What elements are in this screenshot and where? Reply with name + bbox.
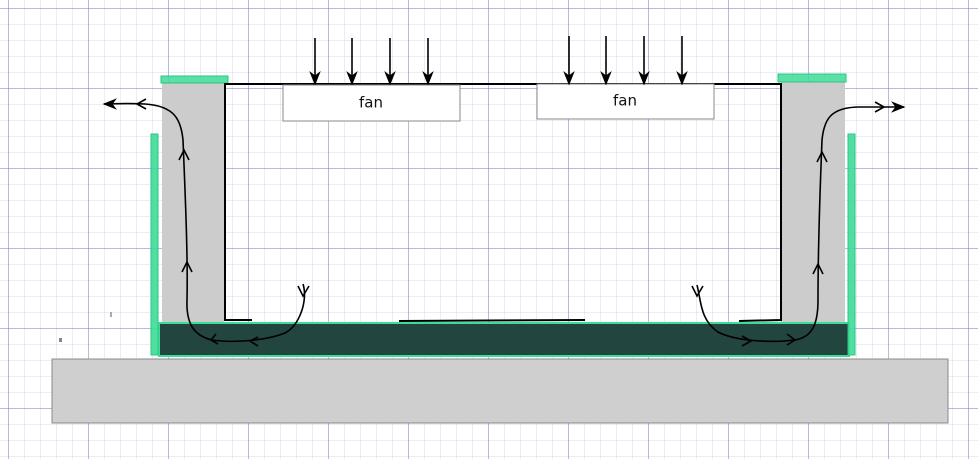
right-airflow-arrowhead xyxy=(812,262,824,275)
right-airflow-arrowhead xyxy=(786,333,797,346)
stray-mark xyxy=(59,338,62,342)
right-airflow-path xyxy=(691,101,906,347)
left-airflow-path xyxy=(102,98,310,347)
left-top-cap xyxy=(160,75,229,84)
fan-right-label: fan xyxy=(613,92,637,110)
fan-left-label: fan xyxy=(359,94,383,112)
base-plate xyxy=(51,358,949,424)
fan-right: fan xyxy=(536,83,715,120)
left-airflow-curve xyxy=(102,98,306,343)
right-airflow-arrowhead xyxy=(691,285,704,298)
left-side-strip xyxy=(150,133,159,356)
left-airflow-arrowhead xyxy=(135,98,147,110)
left-airflow-arrowhead xyxy=(297,285,310,298)
left-airflow-arrowhead xyxy=(248,336,259,347)
right-airflow-curve xyxy=(696,101,906,343)
right-insulation-column xyxy=(781,82,845,322)
intake-arrows xyxy=(309,36,688,86)
stray-mark xyxy=(110,312,112,317)
right-airflow-arrowhead xyxy=(874,101,886,113)
right-top-cap xyxy=(777,73,847,83)
enclosure-outline xyxy=(224,83,782,322)
tray-top-line xyxy=(398,319,586,322)
bottom-tray xyxy=(158,322,850,357)
fan-left-box xyxy=(282,84,461,122)
left-airflow-arrowhead xyxy=(181,260,193,273)
fan-right-box xyxy=(536,83,715,120)
right-airflow-arrowhead xyxy=(741,335,753,347)
right-side-strip xyxy=(847,133,856,356)
right-airflow-arrowhead xyxy=(816,150,828,163)
left-airflow-arrowhead xyxy=(178,148,190,161)
left-airflow-arrowhead xyxy=(209,333,219,345)
left-insulation-column xyxy=(162,82,224,322)
fan-left: fan xyxy=(282,84,461,122)
